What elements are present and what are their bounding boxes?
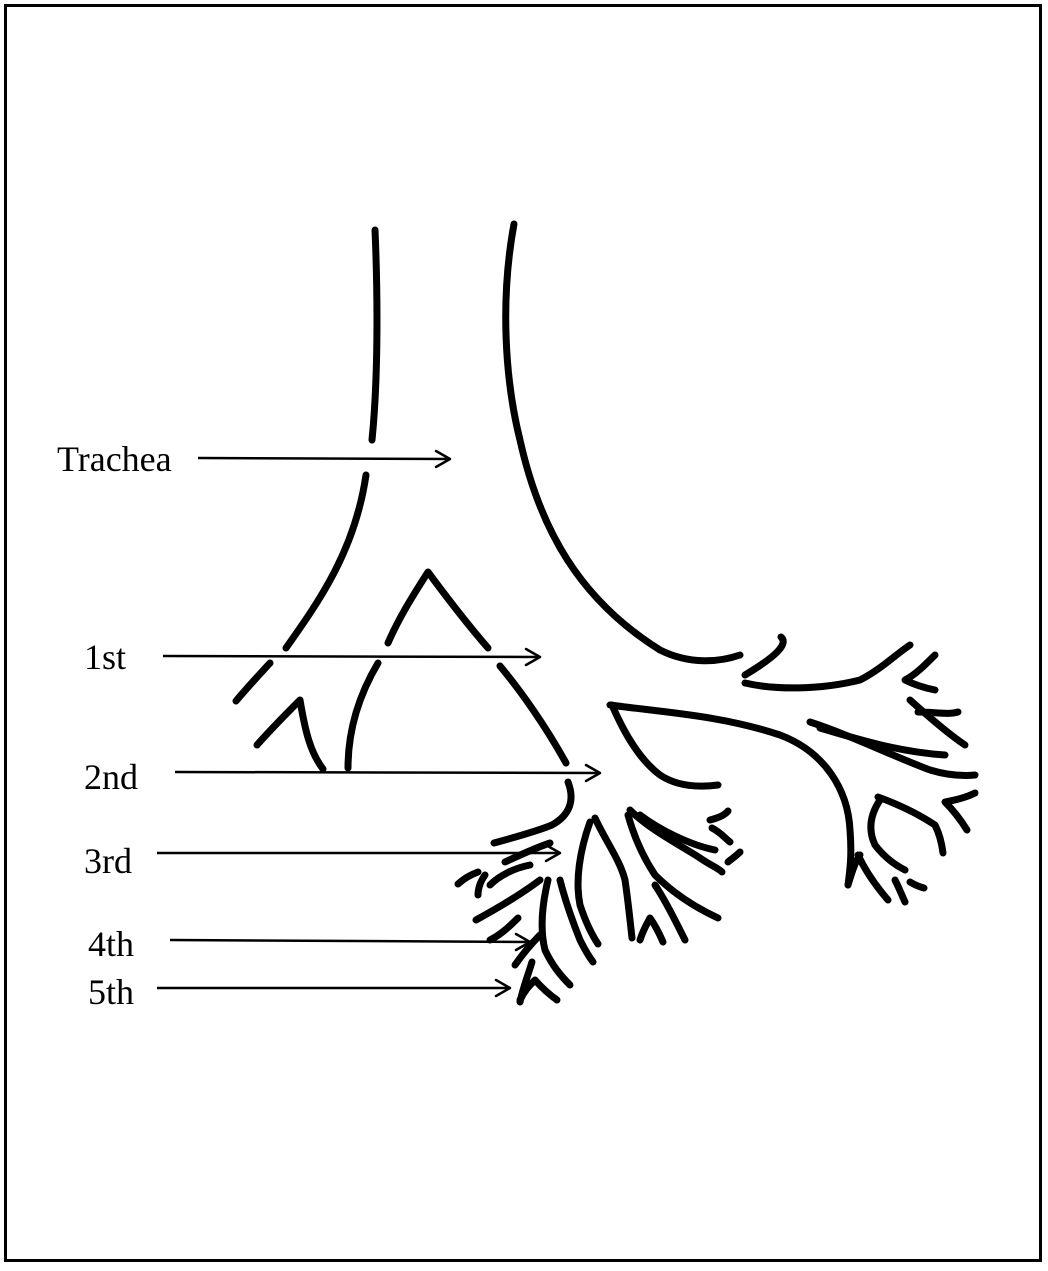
label-gen4: 4th bbox=[88, 924, 134, 964]
bronchial-tree bbox=[236, 224, 975, 1002]
label-gen5: 5th bbox=[88, 972, 134, 1012]
right-bronchus-lobe bbox=[745, 645, 910, 688]
right-bronchus-upper bbox=[745, 637, 783, 675]
right-twig-6 bbox=[878, 797, 943, 853]
right-twig-1 bbox=[905, 655, 935, 690]
right-twig-5 bbox=[945, 793, 975, 830]
gen3-arrow bbox=[157, 845, 560, 861]
middle-twig-7 bbox=[640, 918, 663, 942]
right-twig-7 bbox=[871, 800, 905, 870]
left-bronchus-stub-2 bbox=[257, 700, 323, 769]
middle-twig-4 bbox=[628, 815, 718, 918]
label-gen1: 1st bbox=[84, 637, 126, 677]
right-twig-2 bbox=[910, 700, 965, 745]
trachea-right-wall bbox=[506, 224, 740, 661]
trachea-arrow bbox=[198, 451, 450, 467]
middle-twig-9 bbox=[578, 822, 598, 944]
right-twig-3 bbox=[918, 712, 958, 713]
middle-twig-5 bbox=[728, 852, 740, 862]
label-gen2: 2nd bbox=[84, 757, 138, 797]
labels: Trachea 1st 2nd 3rd 4th 5th bbox=[57, 439, 172, 1012]
left-twig-2 bbox=[478, 875, 485, 895]
right-twig-10 bbox=[895, 880, 924, 902]
second-gen-branch bbox=[494, 782, 571, 843]
gen1-arrow bbox=[163, 649, 540, 665]
middle-twig-3 bbox=[710, 811, 730, 842]
gen5-arrow bbox=[157, 980, 510, 996]
left-twig-4 bbox=[476, 880, 540, 920]
right-twig-8 bbox=[858, 855, 888, 900]
label-gen3: 3rd bbox=[84, 841, 132, 881]
middle-twig-8 bbox=[595, 818, 632, 938]
left-bronchus-stub-1 bbox=[236, 663, 270, 701]
left-twig-3 bbox=[490, 865, 530, 885]
left-twig-1 bbox=[458, 872, 478, 884]
trachea-left-wall bbox=[286, 230, 377, 648]
label-trachea: Trachea bbox=[57, 439, 172, 479]
carina-branch bbox=[348, 572, 566, 768]
arrows bbox=[157, 451, 600, 996]
gen4-arrow bbox=[170, 934, 530, 950]
left-twig-5 bbox=[490, 918, 518, 940]
gen2-arrow bbox=[175, 765, 600, 781]
